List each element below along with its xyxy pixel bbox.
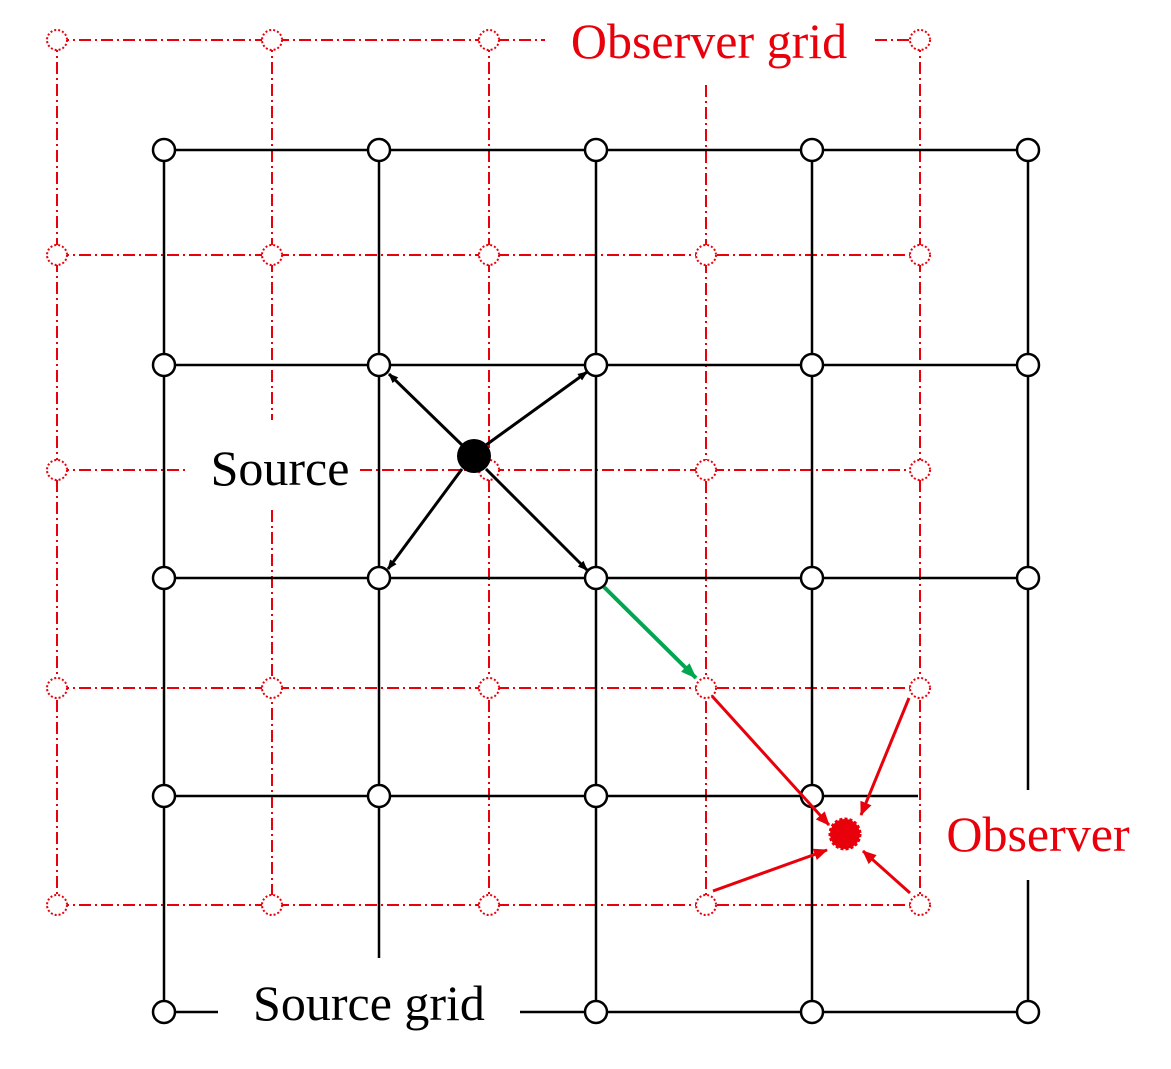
observer-label: Observer (946, 806, 1130, 862)
source-grid-node-icon (583, 565, 609, 591)
observer-grid-node-icon (695, 244, 717, 266)
source-grid-node-icon (366, 137, 392, 163)
observer-grid-node-icon (478, 29, 500, 51)
observer-grid-node-icon (478, 244, 500, 266)
source-grid-node-icon (366, 565, 392, 591)
source-grid-node-icon (583, 352, 609, 378)
observer-grid-node-icon (909, 677, 931, 699)
observer-grid-node-icon (909, 894, 931, 916)
source-grid-node-icon (583, 999, 609, 1025)
source-grid-node-icon (799, 999, 825, 1025)
observer-grid-label: Observer grid (571, 13, 847, 69)
observer-grid-node-icon (478, 894, 500, 916)
observer-grid-node-icon (261, 677, 283, 699)
source-arrow-up-right (485, 370, 588, 447)
observer-grid-node-icon (478, 677, 500, 699)
observer-grid-node-icon (46, 459, 68, 481)
source-grid-node-icon (1015, 352, 1041, 378)
source-grid-node-icon (583, 783, 609, 809)
observer-grid-node-icon (909, 29, 931, 51)
source-grid-node-icon (1015, 999, 1041, 1025)
observer-grid-node-icon (261, 244, 283, 266)
observer-grid-node-icon (46, 244, 68, 266)
source-grid-node-icon (799, 565, 825, 591)
source-grid-node-icon (799, 352, 825, 378)
source-grid-node-icon (151, 783, 177, 809)
observer-grid-node-icon (695, 894, 717, 916)
observer-grid-label-bg (548, 8, 870, 70)
observer-grid-node-icon (261, 29, 283, 51)
source-grid-node-icon (1015, 565, 1041, 591)
source-arrow-down-left (386, 468, 464, 570)
source-grid-node-icon (366, 352, 392, 378)
observer-grid-node-icon (46, 29, 68, 51)
source-label: Source (211, 440, 350, 496)
source-arrow-down-right (484, 467, 589, 572)
observer-grid-node-icon (261, 894, 283, 916)
source-grid-node-icon (151, 137, 177, 163)
source-grid-node-icon (151, 565, 177, 591)
observer-arrow-from-bottom-left (712, 848, 828, 893)
source-grid-node-icon (583, 137, 609, 163)
observer-arrow-from-top-right (859, 697, 911, 816)
source-grid-node-icon (1015, 137, 1041, 163)
source-grid-label: Source grid (253, 975, 485, 1031)
observer-grid-node-icon (695, 677, 717, 699)
source-arrow-up-left (387, 372, 464, 447)
observer-grid-node-icon (909, 244, 931, 266)
observer-point-icon (828, 817, 862, 851)
observer-arrows (710, 694, 911, 895)
transfer-arrow (602, 585, 698, 680)
source-point-icon (457, 439, 491, 473)
source-label-bg (192, 432, 360, 496)
observer-arrow-from-bottom-right (862, 849, 911, 895)
observer-grid-node-icon (46, 894, 68, 916)
observer-grid-nodes (46, 29, 931, 916)
source-grid-node-icon (799, 137, 825, 163)
source-arrows (386, 370, 589, 572)
observer-grid-lines (56, 39, 921, 906)
source-grid-node-icon (151, 352, 177, 378)
source-grid-node-icon (151, 999, 177, 1025)
source-grid-node-icon (366, 783, 392, 809)
observer-grid-node-icon (695, 459, 717, 481)
observer-grid-node-icon (909, 459, 931, 481)
observer-arrow-from-top-left (710, 694, 831, 827)
observer-grid-node-icon (46, 677, 68, 699)
